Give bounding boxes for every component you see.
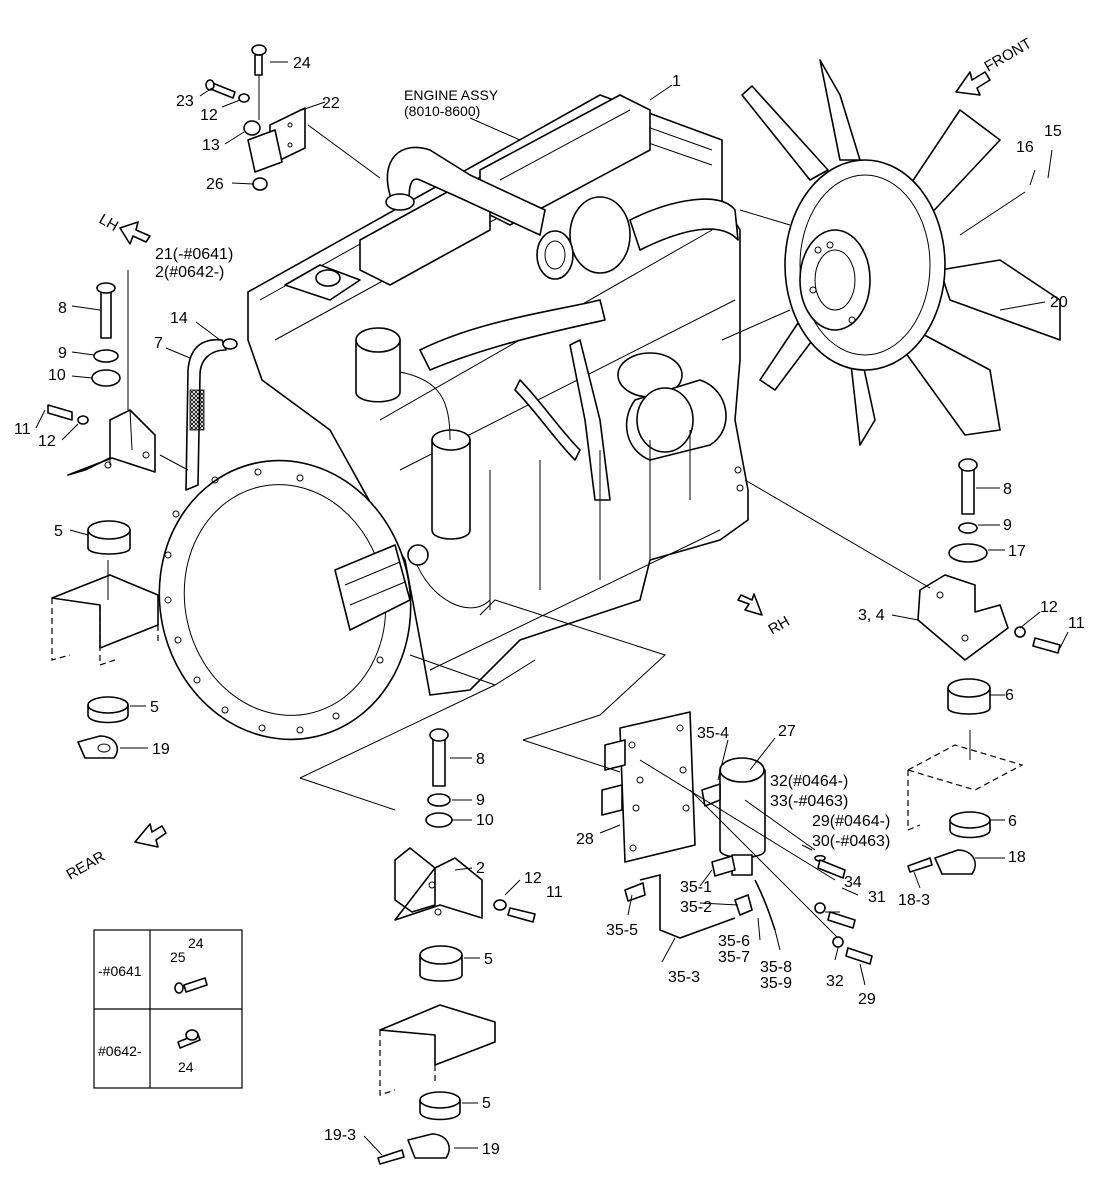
callout-7: 7: [154, 335, 163, 352]
callout-11-center: 11: [546, 884, 563, 901]
callout-10-left: 10: [48, 367, 66, 384]
callout-12-left: 12: [38, 433, 56, 450]
callout-2-variant: 2(#0642-): [155, 264, 224, 281]
callout-12-center: 12: [524, 870, 542, 887]
callout-13: 13: [202, 137, 220, 154]
callout-24: 24: [293, 55, 311, 72]
inset-row1-label: -#0641: [98, 963, 142, 979]
inset-row1-part-25: 25: [170, 949, 186, 965]
top-bracket-group: [205, 44, 306, 191]
flywheel-housing: [158, 459, 412, 741]
engine-assembly: [247, 94, 749, 696]
callout-32: 32: [826, 973, 844, 990]
callout-31: 31: [868, 889, 886, 906]
callout-5-left-lower: 5: [150, 699, 159, 716]
callout-35-2: 35-2: [680, 899, 712, 916]
callout-9-right: 9: [1003, 517, 1012, 534]
engine-assy-range: (8010-8600): [404, 103, 480, 119]
callout-35-6: 35-6: [718, 933, 750, 950]
callout-29: 29: [858, 991, 876, 1008]
callout-17: 17: [1008, 543, 1026, 560]
rh-arrow-icon: [737, 593, 763, 616]
callout-16: 16: [1016, 139, 1034, 156]
callout-35-3: 35-3: [668, 969, 700, 986]
callout-8-center: 8: [476, 751, 485, 768]
leader-lines: [35, 61, 1069, 1156]
callout-21-variant: 21(-#0641): [155, 246, 233, 263]
callout-34: 34: [844, 874, 862, 891]
rear-arrow-icon: [134, 823, 167, 848]
callout-14: 14: [170, 310, 188, 327]
callout-19-left: 19: [152, 741, 170, 758]
callout-18-3: 18-3: [898, 892, 930, 909]
callout-11-right: 11: [1068, 615, 1085, 632]
callout-12-right: 12: [1040, 599, 1058, 616]
callout-5-center-upper: 5: [484, 951, 493, 968]
callout-18: 18: [1008, 849, 1026, 866]
direction-rear: REAR: [64, 848, 109, 884]
callout-27: 27: [778, 723, 796, 740]
callout-15: 15: [1044, 123, 1062, 140]
callout-6-lower: 6: [1008, 813, 1017, 830]
front-arrow-icon: [955, 71, 991, 96]
left-mount-stack: [47, 270, 189, 759]
engine-assy-title: ENGINE ASSY: [404, 87, 499, 103]
callout-30-variant: 30(-#0463): [812, 833, 890, 850]
callout-labels: ENGINE ASSY (8010-8600) 1 FRONT LH RH RE…: [14, 35, 1085, 1158]
callout-35-1: 35-1: [680, 879, 712, 896]
lh-arrow-icon: [119, 221, 151, 245]
callout-3-4: 3, 4: [858, 607, 885, 624]
callout-35-8: 35-8: [760, 959, 792, 976]
callout-8-left: 8: [58, 300, 67, 317]
callout-1: 1: [672, 73, 681, 90]
callout-6-upper: 6: [1005, 687, 1014, 704]
callout-23: 23: [176, 93, 194, 110]
inset-row2-label: #0642-: [98, 1043, 142, 1059]
direction-lh: LH: [96, 211, 121, 235]
callout-19-center: 19: [482, 1141, 500, 1158]
callout-35-4: 35-4: [697, 725, 729, 742]
callout-35-9: 35-9: [760, 975, 792, 992]
callout-32-variant: 32(#0464-): [770, 773, 848, 790]
callout-9-center: 9: [476, 792, 485, 809]
variant-inset-table: [93, 929, 243, 1089]
callout-26: 26: [206, 176, 224, 193]
callout-20: 20: [1050, 294, 1068, 311]
callout-9-left: 9: [58, 345, 67, 362]
direction-rh: RH: [766, 613, 793, 639]
callout-5-center-lower: 5: [482, 1095, 491, 1112]
callout-35-5: 35-5: [606, 922, 638, 939]
callout-33-variant: 33(-#0463): [770, 793, 848, 810]
right-mount-stack: [744, 458, 1061, 875]
callout-28: 28: [576, 831, 594, 848]
callout-8-right: 8: [1003, 481, 1012, 498]
center-mount-stack: [377, 728, 536, 1165]
callout-2-center: 2: [476, 860, 485, 877]
callout-10-center: 10: [476, 812, 494, 829]
callout-12-top: 12: [200, 107, 218, 124]
callout-19-3: 19-3: [324, 1127, 356, 1144]
inset-row2-part-24: 24: [178, 1059, 194, 1075]
direction-front: FRONT: [982, 35, 1035, 76]
callout-22: 22: [322, 95, 340, 112]
callout-29-variant: 29(#0464-): [812, 813, 890, 830]
filter-plate-group: [601, 711, 873, 965]
callout-11-left: 11: [14, 421, 31, 438]
callout-5-left-upper: 5: [54, 523, 63, 540]
cooling-fan: [741, 59, 1061, 446]
dipstick-tube: [185, 338, 238, 491]
inset-row1-part-24: 24: [188, 935, 204, 951]
callout-35-7: 35-7: [718, 949, 750, 966]
